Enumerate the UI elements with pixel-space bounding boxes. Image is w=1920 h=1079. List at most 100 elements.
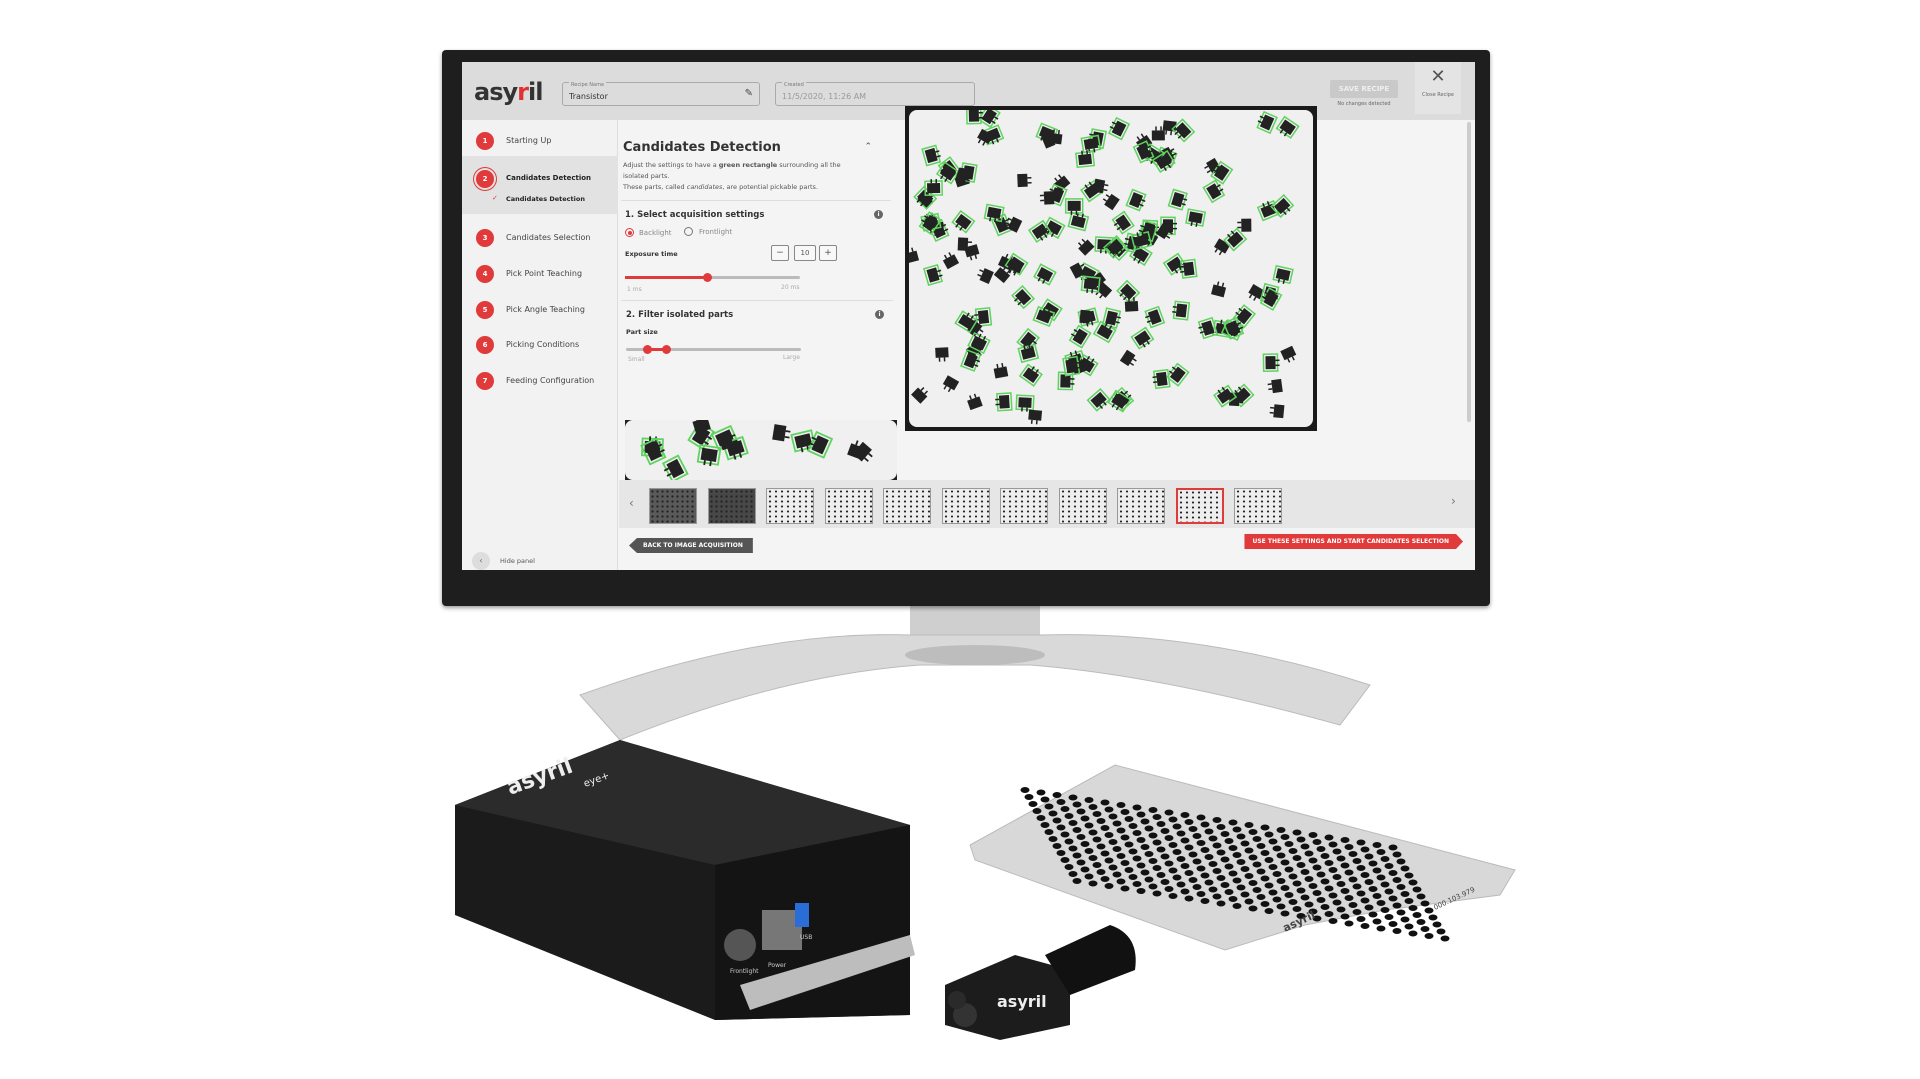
pencil-icon[interactable]: ✎ bbox=[744, 88, 753, 99]
calibration-dot bbox=[1216, 824, 1226, 830]
recipe-name-field[interactable]: Recipe Name Transistor ✎ bbox=[562, 82, 760, 106]
range-handle-min[interactable] bbox=[643, 345, 652, 354]
thumbnail[interactable] bbox=[941, 488, 990, 524]
candidate-part bbox=[1275, 115, 1300, 139]
step-number-badge: 2 bbox=[476, 170, 494, 188]
calibration-dot bbox=[1088, 804, 1098, 810]
candidate-part bbox=[717, 431, 738, 451]
calibration-dot bbox=[1292, 880, 1302, 887]
sub-step-label[interactable]: Candidates Detection bbox=[506, 195, 585, 203]
part-size-range-slider[interactable] bbox=[626, 345, 801, 354]
range-handle-max[interactable] bbox=[662, 345, 672, 354]
calibration-dot bbox=[1284, 841, 1294, 847]
calibration-dot bbox=[1240, 840, 1250, 847]
start-candidates-selection-button[interactable]: USE THESE SETTINGS AND START CANDIDATES … bbox=[1244, 534, 1463, 549]
exposure-increment-button[interactable]: + bbox=[819, 245, 837, 261]
monitor-stand bbox=[579, 590, 1371, 741]
candidate-part bbox=[955, 167, 972, 184]
calibration-dot bbox=[1276, 827, 1286, 833]
calibration-dot bbox=[1396, 909, 1406, 916]
calibration-dot bbox=[1372, 918, 1382, 925]
calibration-dot bbox=[1168, 816, 1178, 823]
candidate-part bbox=[1214, 238, 1231, 256]
calibration-dot bbox=[1104, 883, 1114, 889]
candidate-part bbox=[1068, 324, 1092, 349]
slider-handle[interactable] bbox=[703, 273, 713, 282]
thumbnail[interactable] bbox=[883, 488, 931, 524]
calibration-dot bbox=[1344, 844, 1354, 850]
calibration-dot bbox=[1268, 838, 1278, 845]
bottom-bar: BACK TO IMAGE ACQUISITION USE THESE SETT… bbox=[619, 528, 1475, 570]
calibration-dot bbox=[1236, 859, 1246, 865]
svg-text:Frontlight: Frontlight bbox=[730, 968, 759, 975]
calibration-dot bbox=[1268, 864, 1278, 870]
calibration-dot bbox=[1336, 881, 1346, 887]
calibration-dot bbox=[1224, 889, 1234, 895]
thumbnail[interactable] bbox=[766, 488, 814, 524]
close-recipe-button[interactable]: ✕ Close Recipe bbox=[1415, 62, 1461, 114]
calibration-dot bbox=[1296, 836, 1306, 843]
hide-panel-button[interactable]: ‹ Hide panel bbox=[462, 552, 618, 570]
calibration-dot bbox=[1244, 822, 1254, 828]
candidate-part bbox=[1213, 384, 1238, 408]
save-recipe-button[interactable]: SAVE RECIPE bbox=[1330, 80, 1398, 98]
camera-image[interactable] bbox=[903, 104, 1317, 431]
scrollbar[interactable] bbox=[1467, 122, 1471, 422]
exposure-slider[interactable] bbox=[625, 273, 800, 282]
calibration-dot bbox=[1152, 890, 1162, 897]
thumbnail[interactable] bbox=[824, 488, 873, 524]
backlight-radio[interactable] bbox=[625, 228, 634, 237]
calibration-dot bbox=[1232, 903, 1242, 909]
candidate-part bbox=[1269, 404, 1285, 419]
calibration-dot bbox=[1432, 921, 1442, 928]
candidate-part bbox=[1102, 193, 1120, 211]
exposure-input[interactable]: 10 bbox=[794, 245, 816, 261]
thumbnail[interactable] bbox=[1058, 488, 1107, 524]
calibration-dot bbox=[1244, 847, 1254, 854]
calibration-dot bbox=[1292, 855, 1302, 861]
thumbnail[interactable] bbox=[1175, 488, 1224, 524]
chevron-left-icon[interactable]: ‹ bbox=[629, 496, 634, 510]
calibration-dot bbox=[1076, 834, 1086, 840]
info-icon[interactable]: i bbox=[875, 310, 884, 319]
calibration-dot bbox=[1232, 877, 1242, 884]
candidate-part bbox=[1125, 188, 1147, 212]
calibration-dot bbox=[1208, 886, 1218, 893]
collapse-chevron-icon[interactable]: ⌃ bbox=[864, 142, 872, 152]
thumbnail[interactable] bbox=[1000, 488, 1048, 524]
calibration-dot bbox=[1300, 843, 1310, 850]
thumbnail[interactable] bbox=[649, 488, 697, 524]
candidate-part bbox=[1172, 300, 1191, 321]
candidate-part bbox=[1272, 264, 1294, 285]
back-to-image-acquisition-button[interactable]: BACK TO IMAGE ACQUISITION bbox=[629, 538, 753, 553]
calibration-dot bbox=[1176, 881, 1186, 888]
calibration-dot bbox=[1060, 857, 1070, 863]
calibration-dot bbox=[1252, 887, 1262, 893]
thumbnail[interactable] bbox=[1234, 488, 1282, 524]
thumbnail[interactable] bbox=[1117, 488, 1165, 524]
calibration-dot bbox=[1200, 847, 1210, 853]
calibration-dot bbox=[1392, 877, 1402, 883]
candidate-part bbox=[935, 347, 949, 362]
chevron-right-icon[interactable]: › bbox=[1451, 494, 1456, 508]
frontlight-radio[interactable] bbox=[684, 227, 693, 236]
calibration-dot bbox=[1144, 876, 1154, 883]
calibration-dot bbox=[1056, 824, 1066, 831]
calibration-dot bbox=[1208, 861, 1218, 867]
info-icon[interactable]: i bbox=[874, 210, 883, 219]
calibration-dot bbox=[1180, 863, 1190, 869]
candidate-part bbox=[1015, 394, 1035, 412]
calibration-dot bbox=[1132, 830, 1142, 836]
calibration-dot bbox=[1420, 926, 1430, 932]
candidate-part bbox=[1211, 281, 1227, 298]
exposure-decrement-button[interactable]: − bbox=[771, 245, 789, 261]
candidate-part bbox=[977, 128, 994, 146]
thumbnail[interactable] bbox=[707, 488, 756, 524]
